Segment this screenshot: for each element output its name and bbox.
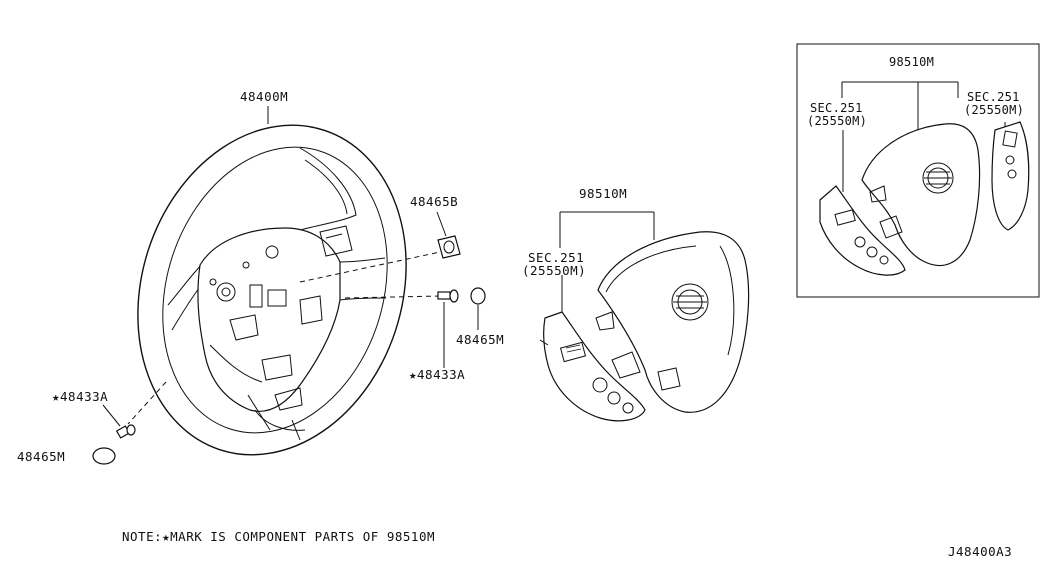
label-clip-48465b: 48465B — [410, 194, 458, 209]
label-sec-main-2: (25550M) — [522, 263, 586, 278]
steering-wheel — [127, 106, 441, 456]
clip-48465b — [436, 211, 461, 259]
airbag-module-main — [559, 211, 750, 413]
note-text: NOTE:★MARK IS COMPONENT PARTS OF 98510M — [122, 529, 435, 544]
label-sec-main-1: SEC.251 — [528, 250, 584, 265]
plug-left — [92, 447, 116, 465]
bolt-left — [102, 404, 136, 439]
bolt-right — [437, 289, 459, 368]
label-inset-sec-left-1: SEC.251 — [810, 101, 863, 115]
label-airbag-main: 98510M — [579, 186, 627, 201]
inset-variant — [796, 43, 1040, 298]
label-steering-wheel: 48400M — [240, 89, 288, 104]
label-bolt-right: ★48433A — [409, 367, 465, 382]
label-inset-sec-right-2: (25550M) — [964, 103, 1024, 117]
label-plug-left: 48465M — [17, 449, 65, 464]
switch-assembly-main — [539, 275, 646, 422]
figure-code: J48400A3 — [948, 544, 1012, 559]
label-plug-right: 48465M — [456, 332, 504, 347]
label-inset-sec-right-1: SEC.251 — [967, 90, 1020, 104]
label-inset-sec-left-2: (25550M) — [807, 114, 867, 128]
plug-right — [470, 287, 486, 330]
label-inset-airbag: 98510M — [889, 55, 934, 69]
label-bolt-left: ★48433A — [52, 389, 108, 404]
